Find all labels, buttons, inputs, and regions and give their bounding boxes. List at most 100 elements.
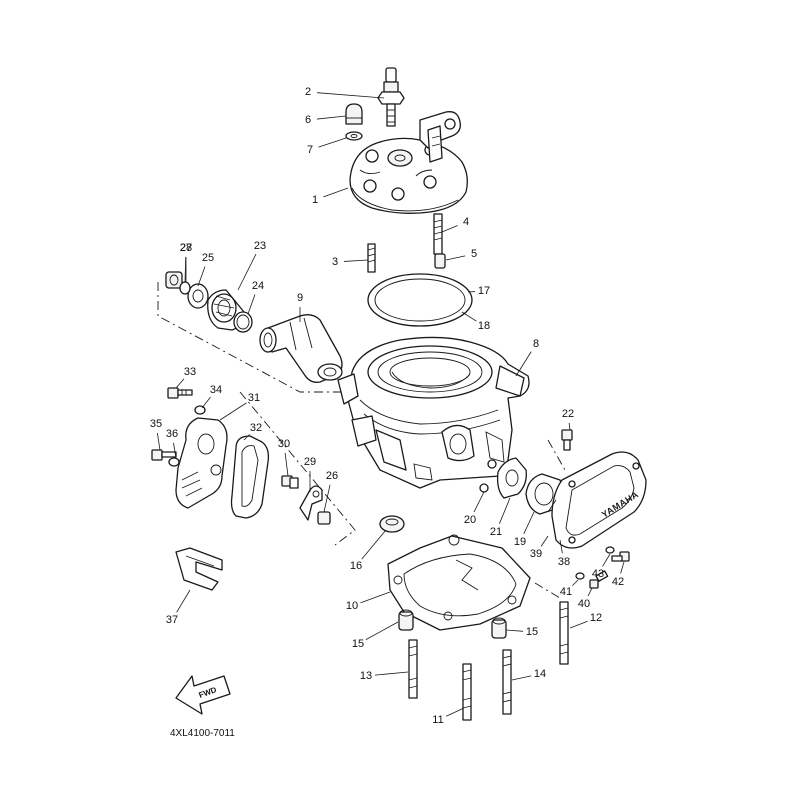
callout-label: 15 [352,638,364,650]
leader-line [461,311,477,322]
leader-line [237,253,257,291]
callout-label: 43 [592,568,604,580]
lever-29 [299,485,323,521]
leader-line [568,422,571,431]
bolt-40 [589,570,609,589]
bolt-35 [151,449,177,461]
leader-line [602,553,611,567]
callout-label: 1 [312,194,318,206]
leader-line [316,92,385,99]
leader-line [511,675,532,681]
callout-label: 7 [307,144,313,156]
stud-4 [433,213,443,255]
leader-line [176,589,191,613]
leader-line [587,587,593,597]
callout-label: 25 [202,252,214,264]
leader-line [316,115,347,120]
callout-label: 23 [254,240,266,252]
leader-line [441,225,458,233]
leader-line [515,351,532,377]
callout-label: 12 [590,612,602,624]
callout-label: 33 [184,366,196,378]
callout-label: 9 [297,292,303,304]
leader-line [323,484,331,513]
callout-label: 3 [332,256,338,268]
callout-label: 20 [464,514,476,526]
callout-label: 10 [346,600,358,612]
callout-label: 22 [562,408,574,420]
leader-line [505,629,524,632]
leader-line [173,442,177,459]
leader-line [473,491,485,513]
callout-label: 4 [463,216,469,228]
leader-line [365,621,399,641]
callout-label: 31 [248,392,260,404]
head-gaskets [367,273,473,327]
cylinder-block [337,336,530,489]
power-valve-cover-right: YAMAHA [547,451,647,549]
leader-lines [156,92,625,717]
leader-line [540,535,549,547]
washer-43 [605,546,615,554]
gasket-21 [496,457,527,499]
stud-3 [367,243,376,273]
callout-label: 2 [305,86,311,98]
leader-line [201,396,211,409]
washer-34 [194,405,206,415]
gasket-32 [230,435,270,519]
callout-label: 39 [530,548,542,560]
callout-label: 35 [150,418,162,430]
fwd-arrow-icon: FWD [175,675,231,715]
leader-line [361,529,387,560]
bolt-42 [611,551,630,562]
leader-line [572,579,579,586]
nut-27 [317,511,331,525]
leader-line [374,671,409,676]
callout-label: 14 [534,668,546,680]
callout-label: 32 [250,422,262,434]
callout-label: 21 [490,526,502,538]
leader-line [620,561,625,574]
callout-label: 37 [166,614,178,626]
plug-20 [479,483,489,493]
callout-label: 13 [360,670,372,682]
callout-label: 30 [278,438,290,450]
callout-label: 18 [478,320,490,332]
stud-12 [559,601,569,665]
cap-nut [345,103,363,125]
leader-line [360,591,391,604]
callout-label: 29 [304,456,316,468]
callout-label: 34 [210,384,222,396]
leader-line [175,378,185,389]
leader-line [559,539,563,554]
collar-26 [165,271,183,289]
part-code: 4XL4100-7011 [170,728,235,739]
callout-label: 26 [326,470,338,482]
cylinder-head [349,111,468,214]
washer-7 [345,131,363,141]
callout-label: 36 [166,428,178,440]
leader-line [243,434,250,441]
leader-line [446,707,465,717]
callout-label: 15 [526,626,538,638]
leader-line [247,294,256,315]
leader-line [569,620,588,629]
base-gasket [387,534,531,631]
o-ring-24 [233,311,253,333]
stud-14 [502,649,512,715]
clip-37 [175,547,223,591]
spark-plug [377,67,405,127]
leader-line [197,266,206,287]
plug-16 [379,515,405,533]
callout-label: 6 [305,114,311,126]
leader-line [156,432,161,451]
bolt-30 [281,475,299,489]
callout-label: 24 [252,280,264,292]
bearing-25 [187,283,209,309]
leader-line [318,137,347,148]
leader-line [323,187,349,198]
callout-label: 28 [180,242,192,254]
dowel-15-right [491,617,507,639]
